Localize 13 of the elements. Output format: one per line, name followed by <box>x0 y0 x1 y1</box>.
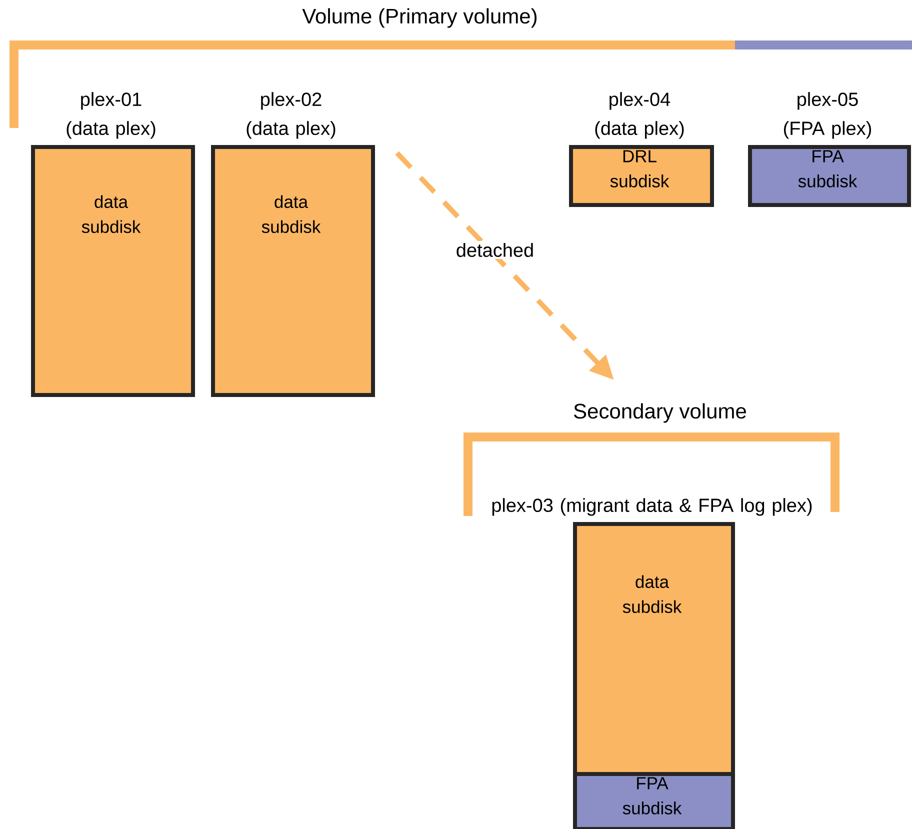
node-label: plex-05 (FPA plex) <box>784 92 872 139</box>
subdisk-box: plex-04 (data plex) DRL subdisk <box>569 92 714 207</box>
node-label: plex-04 (data plex) <box>595 92 684 139</box>
node-label: plex-02 (data plex) <box>246 92 336 139</box>
subdisk-box: FPA subdisk <box>573 772 735 829</box>
edge-label: detached <box>456 243 533 257</box>
volume-title: Volume (Primary volume) <box>302 8 537 28</box>
subdisk-box: plex-05 (FPA plex) FPA subdisk <box>748 92 911 207</box>
subdisk-box: plex-02 (data plex) data subdisk <box>211 92 375 397</box>
volume-title: Secondary volume <box>574 403 746 423</box>
node-label: plex-03 (migrant data & FPA log plex) <box>492 498 812 516</box>
subdisk-box: plex-01 (data plex) data subdisk <box>31 92 195 397</box>
node-label: plex-01 (data plex) <box>66 92 156 139</box>
